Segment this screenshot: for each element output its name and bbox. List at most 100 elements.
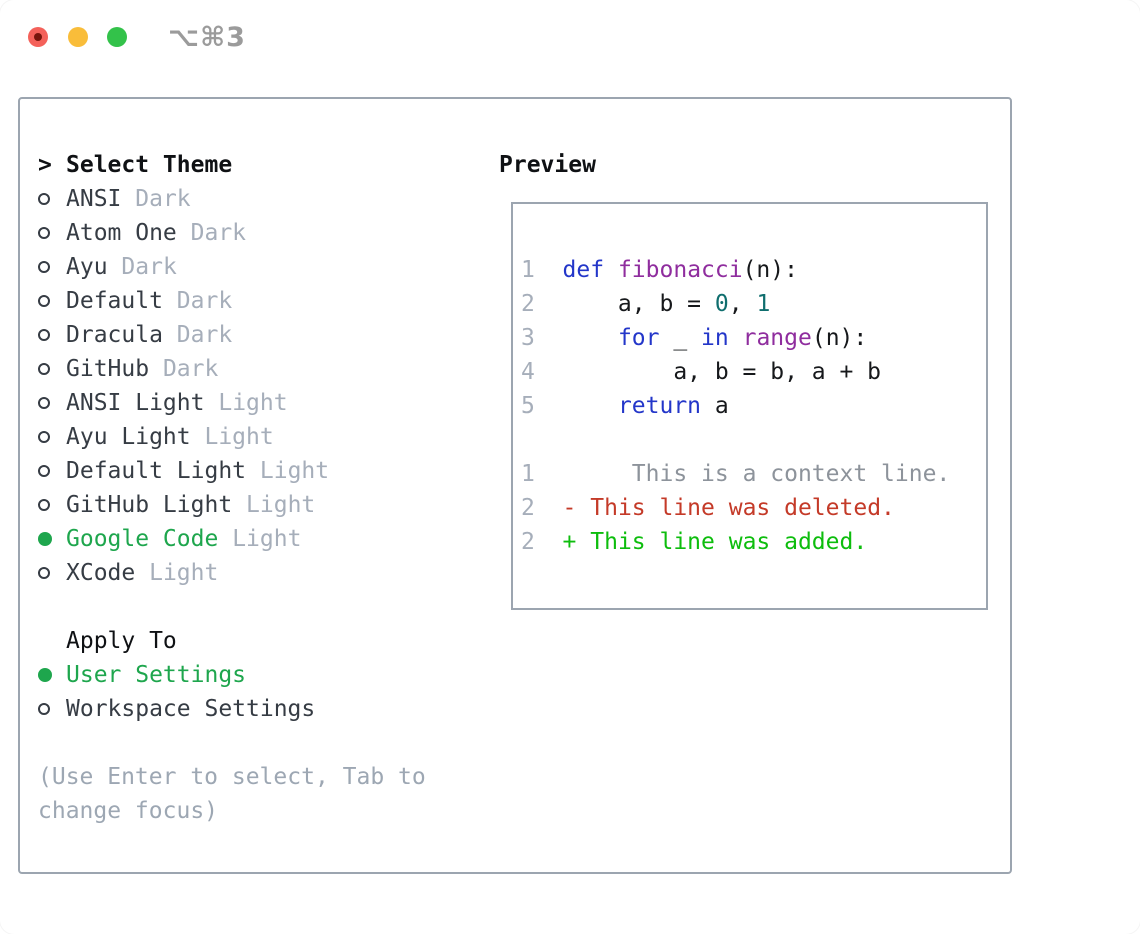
code-segment-keyword: in — [701, 325, 729, 351]
code-segment-lineno: 4 — [521, 359, 563, 385]
code-segment-function: range — [742, 325, 812, 351]
code-segment-plain: (n): — [811, 325, 868, 351]
theme-name: Default — [66, 288, 163, 314]
code-segment-added: + This line was added. — [534, 529, 868, 555]
theme-option-ansi[interactable]: ANSI Dark — [38, 182, 478, 216]
theme-option-ayu-light[interactable]: Ayu Light Light — [38, 420, 478, 454]
theme-variant-label: Dark — [176, 322, 233, 348]
close-button[interactable] — [28, 27, 48, 47]
theme-option-ayu[interactable]: Ayu Dark — [38, 250, 478, 284]
blank-line — [521, 423, 986, 457]
code-segment-plain — [729, 325, 743, 351]
code-line: 2 a, b = 0, 1 — [521, 287, 986, 321]
theme-variant-label: Light — [204, 424, 274, 450]
radio-selected-icon — [38, 668, 66, 682]
radio-ring — [38, 329, 50, 341]
theme-option-github[interactable]: GitHub Dark — [38, 352, 478, 386]
theme-variant-label: Dark — [176, 288, 233, 314]
code-segment-plain — [604, 257, 618, 283]
theme-option-github-light[interactable]: GitHub Light Light — [38, 488, 478, 522]
code-segment-plain: _ — [659, 325, 702, 351]
theme-name: Dracula — [66, 322, 163, 348]
theme-option-atom-one[interactable]: Atom One Dark — [38, 216, 478, 250]
radio-icon — [38, 227, 66, 239]
radio-ring — [38, 499, 50, 511]
apply-option-label: Workspace Settings — [66, 696, 316, 722]
theme-variant-label: Light — [149, 560, 219, 586]
code-segment-lineno: 2 — [521, 495, 535, 521]
code-segment-deleted: - This line was deleted. — [534, 495, 895, 521]
theme-name-space — [163, 288, 177, 314]
theme-name-space — [121, 186, 135, 212]
preview-title: Preview — [499, 152, 596, 178]
code-segment-plain — [563, 325, 618, 351]
theme-name: GitHub Light — [66, 492, 233, 518]
focus-caret-icon: > — [38, 152, 52, 178]
code-line: 3 for _ in range(n): — [521, 321, 986, 355]
code-segment-plain — [563, 393, 618, 419]
code-line: 4 a, b = b, a + b — [521, 355, 986, 389]
theme-name-space — [149, 356, 163, 382]
radio-icon — [38, 295, 66, 307]
theme-option-dracula[interactable]: Dracula Dark — [38, 318, 478, 352]
code-segment-keyword: for — [617, 325, 660, 351]
theme-name-space — [204, 390, 218, 416]
code-segment-context: This is a context line. — [534, 461, 951, 487]
theme-name: XCode — [66, 560, 136, 586]
theme-name-space — [163, 322, 177, 348]
diff-context-line: 1 This is a context line. — [521, 457, 986, 491]
theme-name-space — [108, 254, 122, 280]
code-segment-function: fibonacci — [617, 257, 743, 283]
spacer-row — [38, 590, 478, 624]
theme-variant-label: Dark — [162, 356, 219, 382]
apply-option-workspace-settings[interactable]: Workspace Settings — [38, 692, 478, 726]
code-segment-lineno: 1 — [521, 461, 535, 487]
keyboard-hint-line: change focus) — [38, 798, 219, 824]
apply-option-label: User Settings — [66, 662, 247, 688]
keyboard-hint-line: (Use Enter to select, Tab to — [38, 764, 426, 790]
code-segment-keyword: return — [617, 393, 702, 419]
code-segment-lineno: 3 — [521, 325, 563, 351]
radio-icon — [38, 499, 66, 511]
radio-icon — [38, 431, 66, 443]
code-segment-plain: (n): — [742, 257, 798, 283]
code-segment-number: 0 — [714, 291, 729, 317]
code-line: 5 return a — [521, 389, 986, 423]
code-segment-number: 1 — [756, 291, 771, 317]
radio-ring — [38, 363, 50, 375]
theme-option-google-code[interactable]: Google Code Light — [38, 522, 478, 556]
theme-option-xcode[interactable]: XCode Light — [38, 556, 478, 590]
code-segment-lineno: 1 — [521, 257, 563, 283]
theme-name: Atom One — [66, 220, 177, 246]
radio-ring — [38, 397, 50, 409]
theme-option-default[interactable]: Default Dark — [38, 284, 478, 318]
window-shortcut-label: ⌥⌘3 — [168, 22, 246, 53]
radio-icon — [38, 567, 66, 579]
theme-variant-label: Light — [259, 458, 330, 484]
radio-icon — [38, 193, 66, 205]
select-theme-header-label: Select Theme — [66, 152, 233, 178]
theme-name: Google Code — [66, 526, 219, 552]
minimize-button[interactable] — [68, 27, 88, 47]
radio-icon — [38, 703, 66, 715]
unsaved-changes-dot-icon — [34, 33, 42, 41]
zoom-button[interactable] — [107, 27, 127, 47]
radio-ring — [38, 703, 50, 715]
spacer-row — [38, 726, 478, 760]
code-segment-plain: , — [728, 291, 757, 317]
titlebar: ⌥⌘3 — [0, 0, 1140, 75]
radio-selected-dot — [38, 532, 52, 546]
theme-option-ansi-light[interactable]: ANSI Light Light — [38, 386, 478, 420]
code-segment-keyword: def — [562, 257, 605, 283]
theme-name-space — [177, 220, 191, 246]
code-segment-plain: a — [701, 393, 729, 419]
theme-variant-label: Dark — [121, 254, 177, 280]
theme-option-default-light[interactable]: Default Light Light — [38, 454, 478, 488]
radio-ring — [38, 465, 50, 477]
theme-variant-label: Light — [218, 390, 288, 416]
apply-option-user-settings[interactable]: User Settings — [38, 658, 478, 692]
theme-name: ANSI Light — [66, 390, 205, 416]
